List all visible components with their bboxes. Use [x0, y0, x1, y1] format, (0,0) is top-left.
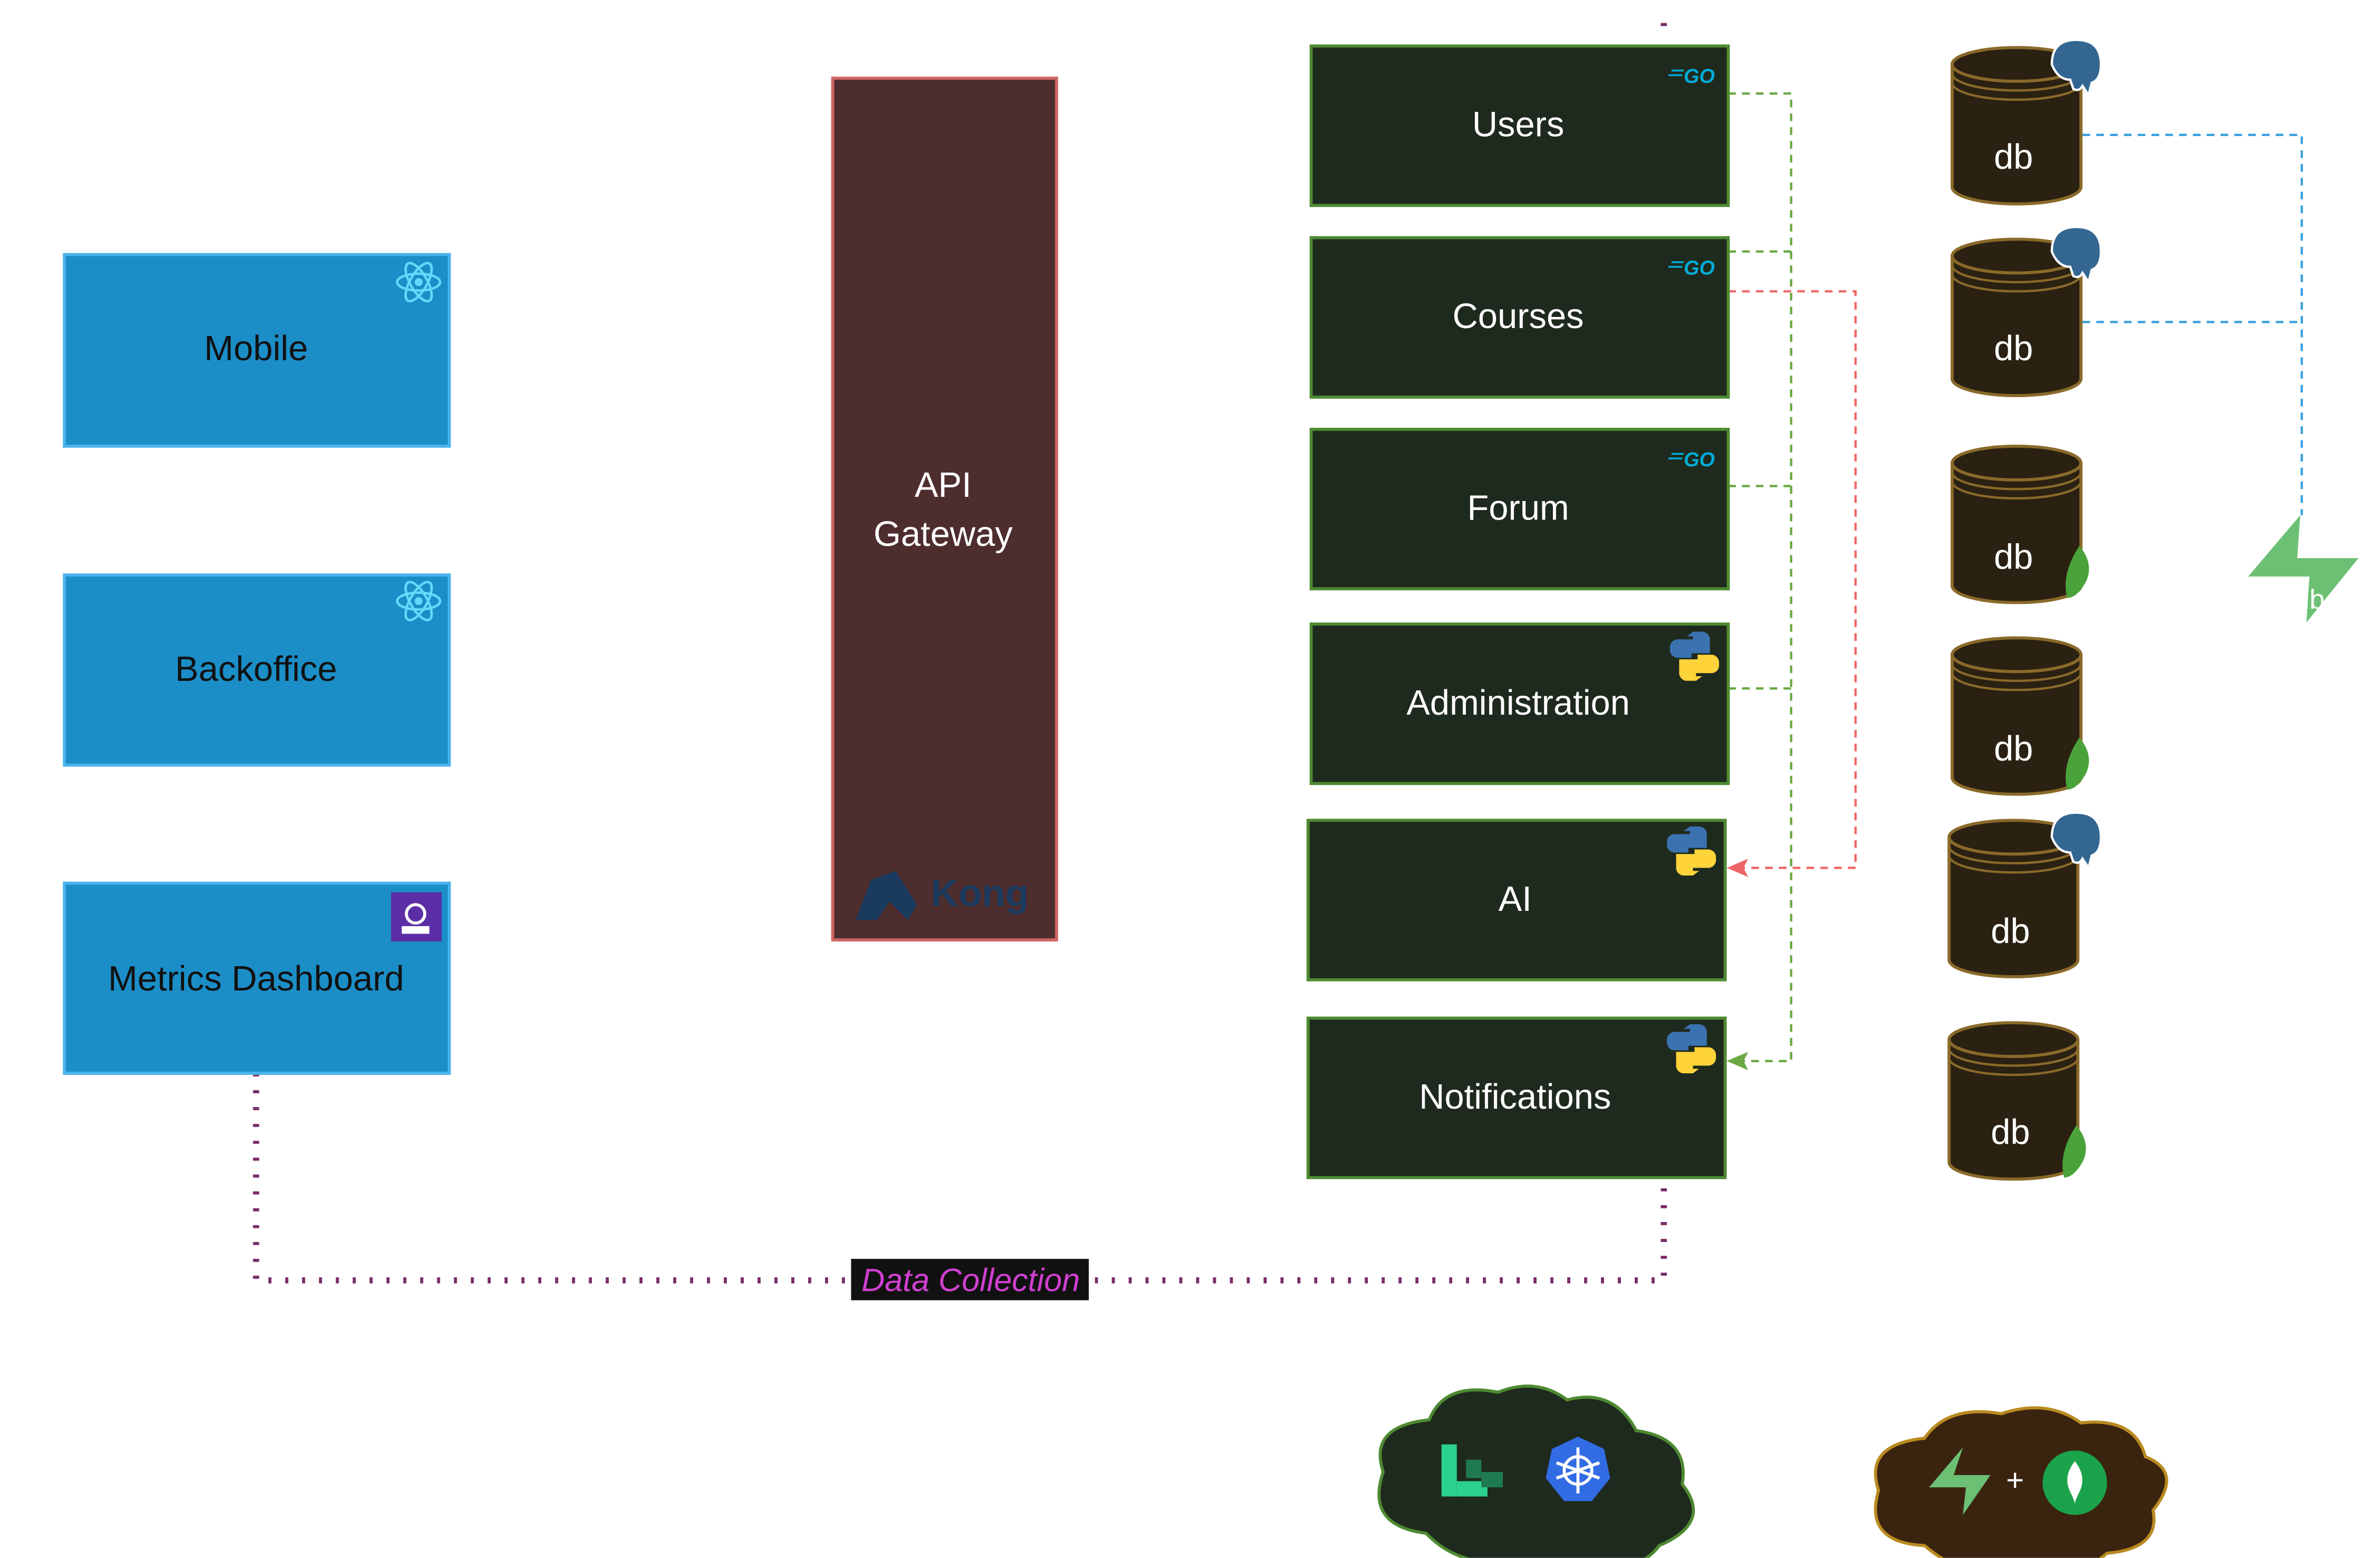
go-icon: GO	[1668, 65, 1715, 88]
db-label: db	[1991, 911, 2030, 951]
go-icon-text: GO	[1684, 65, 1715, 88]
service-forum[interactable]: Forum GO	[1309, 428, 1730, 591]
db-label: db	[1994, 329, 2033, 368]
blue-dashed-connector	[2082, 133, 2303, 515]
client-mobile[interactable]: Mobile	[63, 253, 451, 448]
red-dashed-connector	[1728, 290, 1857, 869]
service-notifications[interactable]: Notifications	[1306, 1016, 1727, 1179]
python-icon	[1669, 631, 1719, 681]
database-4: db	[1950, 636, 2089, 796]
service-ai[interactable]: AI	[1306, 819, 1727, 982]
kubernetes-icon	[1546, 1437, 1610, 1502]
database-2: db	[1950, 226, 2103, 397]
service-label: Notifications	[1419, 1077, 1611, 1117]
green-arrowhead	[1726, 1052, 1749, 1071]
linkerd-icon	[1441, 1444, 1503, 1497]
api-gateway[interactable]: API Gateway Kong	[831, 76, 1058, 942]
react-icon	[396, 581, 442, 622]
database-3: db	[1950, 445, 2089, 604]
grafana-icon	[391, 892, 442, 942]
client-backoffice[interactable]: Backoffice	[63, 573, 451, 767]
go-icon: GO	[1668, 449, 1715, 471]
client-label: Mobile	[204, 329, 308, 368]
service-users[interactable]: Users GO	[1309, 44, 1730, 207]
kong-logo: Kong	[856, 871, 1029, 920]
client-label: Metrics Dashboard	[108, 959, 404, 998]
db-label: db	[1994, 729, 2033, 768]
client-metrics-dashboard[interactable]: Metrics Dashboard	[63, 881, 451, 1075]
cloud-data-services: +	[1874, 1406, 2168, 1558]
mongodb-leaf-icon	[2062, 1125, 2086, 1178]
mongodb-leaf-icon	[2065, 737, 2089, 790]
cloud-infrastructure	[1377, 1384, 1695, 1558]
database-1: db	[1950, 39, 2103, 206]
db-label: db	[1994, 137, 2033, 177]
db-label: db	[1994, 537, 2033, 577]
postgresql-icon	[2050, 39, 2103, 98]
mongodb-leaf-icon	[2065, 545, 2089, 598]
python-icon	[1667, 1024, 1716, 1074]
database-5: db	[1947, 811, 2103, 978]
go-icon: GO	[1668, 257, 1715, 279]
data-collection-label-box: Data Collection	[851, 1258, 1089, 1301]
supabase-db: db	[2248, 515, 2359, 623]
green-dashed-connector	[1728, 92, 1792, 1062]
service-label: Courses	[1453, 296, 1584, 336]
service-label: AI	[1499, 879, 1532, 919]
supabase-icon	[1929, 1447, 1991, 1515]
service-courses[interactable]: Courses GO	[1309, 236, 1730, 399]
gateway-label-line2: Gateway	[874, 514, 1013, 554]
postgresql-icon	[2050, 811, 2103, 871]
service-label: Users	[1472, 105, 1565, 145]
data-collection-label: Data Collection	[861, 1262, 1080, 1298]
postgresql-icon	[2050, 226, 2103, 285]
service-administration[interactable]: Administration	[1309, 622, 1730, 785]
db-label: db	[1991, 1112, 2030, 1152]
red-arrowhead	[1726, 859, 1749, 877]
supabase-label: db	[2294, 584, 2325, 615]
service-label: Administration	[1406, 683, 1630, 723]
react-icon	[396, 262, 442, 303]
database-6: db	[1947, 1021, 2086, 1181]
python-icon	[1667, 826, 1716, 876]
go-icon-text: GO	[1684, 257, 1715, 279]
go-icon-text: GO	[1684, 449, 1715, 471]
plus-sign: +	[2006, 1463, 2024, 1497]
kong-logo-text: Kong	[931, 872, 1029, 915]
gateway-label-line1: API	[915, 465, 972, 505]
supabase-icon	[2248, 515, 2359, 623]
mongodb-icon	[2042, 1450, 2107, 1515]
client-label: Backoffice	[175, 649, 337, 689]
service-label: Forum	[1467, 488, 1569, 528]
